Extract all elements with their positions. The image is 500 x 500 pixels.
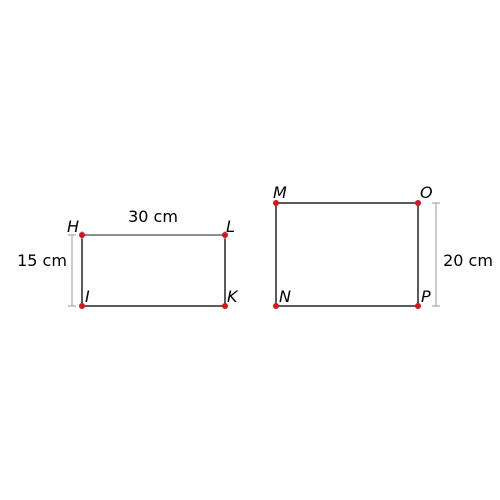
vertex-point-k (222, 303, 228, 309)
vertex-label-p: P (421, 287, 431, 306)
vertex-label-o: O (420, 183, 433, 202)
vertex-label-k: K (227, 287, 239, 306)
vertex-label-n: N (279, 287, 291, 306)
rectangle-hlki-outline (81, 234, 226, 307)
rectangle-mopn: 20 cm M O N P (273, 183, 493, 309)
vertex-point-n (273, 303, 279, 309)
width-label-30cm: 30 cm (128, 207, 178, 226)
vertex-label-l: L (226, 217, 235, 236)
height-label-20cm: 20 cm (443, 251, 493, 270)
rectangle-mopn-outline (275, 202, 419, 307)
vertex-point-l (222, 232, 228, 238)
height-label-15cm: 15 cm (17, 251, 67, 270)
vertex-point-p (415, 303, 421, 309)
vertex-point-h (79, 232, 85, 238)
rectangle-hlki: 30 cm 15 cm H L I K (17, 207, 239, 309)
vertex-label-h: H (67, 217, 79, 236)
vertex-point-o (415, 200, 421, 206)
vertex-label-m: M (273, 183, 287, 202)
vertex-point-i (79, 303, 85, 309)
vertex-point-m (273, 200, 279, 206)
vertex-label-i: I (85, 287, 90, 306)
